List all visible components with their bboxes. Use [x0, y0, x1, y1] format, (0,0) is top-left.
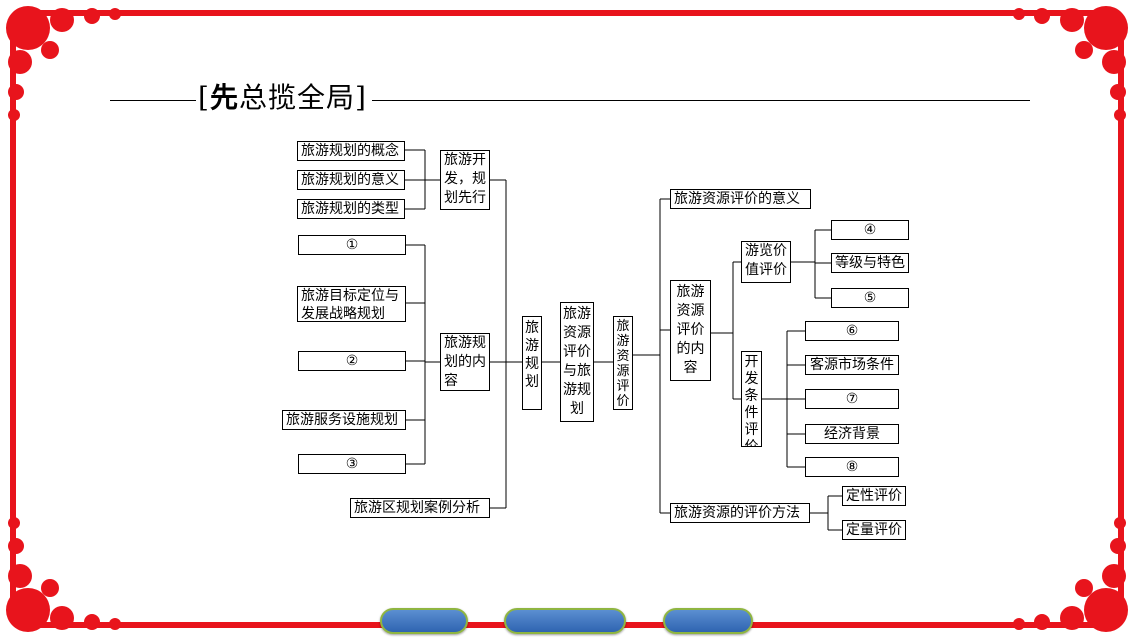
node-blank-7: ⑦	[805, 389, 899, 409]
node-sight-value: 游览价值评价	[741, 241, 791, 283]
node-types: 旅游规划的类型	[297, 199, 405, 219]
nav-prev-button[interactable]	[380, 608, 468, 634]
node-blank-8: ⑧	[805, 457, 899, 477]
node-content: 旅游规划的内容	[440, 333, 490, 391]
corner-ornament-tr	[1013, 6, 1128, 121]
node-eval-content: 旅游资源评价的内容	[670, 280, 711, 381]
corner-ornament-bl	[6, 517, 121, 632]
header-title-rest: 总揽全局	[238, 81, 355, 114]
node-root: 旅游规划	[522, 316, 542, 410]
node-case: 旅游区规划案例分析	[350, 498, 490, 518]
node-blank-4: ④	[831, 220, 909, 240]
node-blank-1: ①	[298, 235, 406, 255]
header-rule-left	[110, 100, 196, 101]
node-economy: 经济背景	[805, 424, 899, 444]
nav-home-button[interactable]	[504, 608, 626, 634]
node-grade: 等级与特色	[831, 253, 909, 273]
connector-left-trunk	[490, 179, 522, 509]
connector-eval-method	[810, 495, 842, 531]
connector-dev-cond	[762, 330, 805, 468]
header-rule-right	[372, 100, 1030, 101]
node-concept: 旅游规划的概念	[297, 141, 405, 161]
connector-center-chain	[542, 354, 660, 363]
node-eval-method: 旅游资源的评价方法	[670, 503, 810, 523]
connector-right-trunk	[659, 198, 670, 514]
node-blank-2: ②	[298, 351, 406, 371]
node-target: 旅游目标定位与发展战略规划	[297, 286, 406, 322]
node-blank-5: ⑤	[831, 288, 909, 308]
node-eval-meaning: 旅游资源评价的意义	[670, 189, 811, 209]
frame-right-bar	[1118, 30, 1124, 608]
connector-group-dev	[405, 149, 440, 210]
node-market: 客源市场条件	[805, 355, 899, 375]
header-title-bold: 先	[209, 81, 239, 114]
connector-sight-value	[791, 229, 831, 299]
connector-eval-content	[711, 261, 741, 400]
frame-left-bar	[10, 30, 16, 608]
frame-top-bar	[30, 10, 1104, 16]
node-blank-6: ⑥	[805, 321, 899, 341]
section-header: [先总揽全局]	[110, 78, 1030, 118]
node-eval-plan: 旅游资源评价与旅游规划	[560, 302, 594, 422]
node-service: 旅游服务设施规划	[282, 410, 406, 430]
node-meaning: 旅游规划的意义	[297, 170, 405, 190]
node-blank-3: ③	[298, 454, 406, 474]
corner-ornament-tl	[6, 6, 121, 121]
corner-ornament-br	[1013, 517, 1128, 632]
node-quantitative: 定量评价	[842, 520, 906, 540]
node-dev-first: 旅游开发，规划先行	[440, 150, 490, 210]
node-res-eval: 旅游资源评价	[613, 316, 633, 410]
node-dev-cond: 开发条件评价	[741, 351, 762, 447]
nav-next-button[interactable]	[663, 608, 753, 634]
header-title: [先总揽全局]	[198, 81, 367, 114]
connector-group-content	[406, 244, 440, 465]
node-qualitative: 定性评价	[842, 486, 906, 506]
